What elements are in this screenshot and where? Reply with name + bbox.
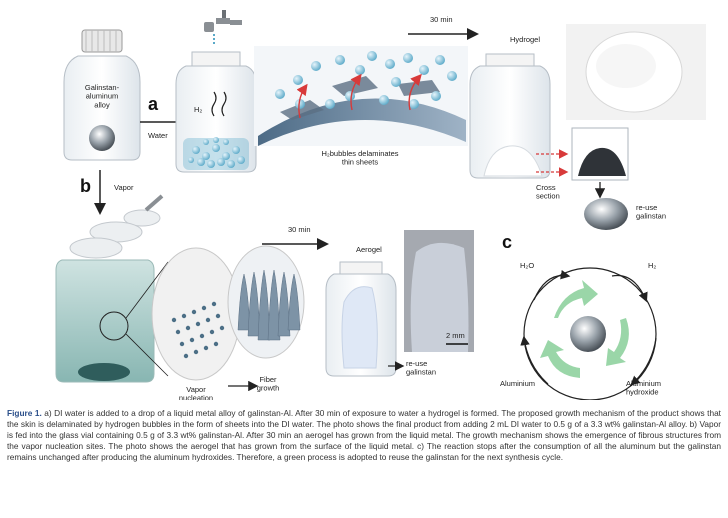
caption-text: a) DI water is added to a drop of a liqu… bbox=[7, 408, 721, 462]
label-line-line: nucleation bbox=[179, 394, 213, 400]
label-line-line: hydroxide bbox=[626, 388, 659, 397]
water-arrow-label: Water bbox=[148, 131, 168, 140]
figure-caption: Figure 1. a) DI water is added to a drop… bbox=[7, 408, 721, 463]
label-line-line: growth bbox=[257, 384, 280, 393]
delamination-schematic bbox=[254, 46, 468, 146]
label-line-line: thin sheets bbox=[342, 158, 379, 167]
h2-label: H₂ bbox=[194, 105, 202, 114]
faucet-icon bbox=[204, 10, 242, 46]
aerogel-vial bbox=[325, 261, 397, 377]
alloy-vial bbox=[63, 29, 141, 161]
hydrogel-label: Hydrogel bbox=[510, 35, 540, 44]
vapor-arrow-label: Vapor bbox=[114, 183, 134, 192]
reuse-cycle bbox=[520, 267, 657, 401]
nucleation-view bbox=[151, 247, 241, 381]
aluminium-label: Aluminium bbox=[500, 379, 535, 388]
label-line-line: alloy bbox=[94, 100, 110, 109]
label-line-line: section bbox=[536, 192, 560, 201]
label-line-line: galinstan bbox=[636, 212, 666, 221]
panel-a-time-label: 30 min bbox=[430, 15, 453, 24]
scale-bar-label: 2 mm bbox=[446, 331, 465, 340]
galinstan-drop-c bbox=[570, 316, 606, 352]
panel-b-time-label: 30 min bbox=[288, 225, 311, 234]
water-input-label: H₂O bbox=[520, 261, 534, 270]
galinstan-drop-a bbox=[584, 198, 628, 230]
galinstan-droplet bbox=[89, 125, 115, 151]
caption-label: Figure 1. bbox=[7, 408, 42, 418]
panel-b-label: b bbox=[80, 176, 91, 196]
label-line-line: aluminum bbox=[86, 92, 119, 101]
cross-section-view bbox=[571, 127, 629, 181]
hydrogen-output-label: H₂ bbox=[648, 261, 656, 270]
liquid-metal-pool bbox=[78, 363, 130, 381]
water-vial bbox=[175, 51, 257, 173]
hydrogel-photo bbox=[566, 24, 706, 120]
label-line-line: galinstan bbox=[406, 368, 436, 377]
vapor-vial bbox=[55, 194, 169, 383]
panel-a-label: a bbox=[148, 94, 159, 114]
aerogel-label: Aerogel bbox=[356, 245, 382, 254]
aerogel-photo bbox=[404, 230, 474, 352]
panel-c-label: c bbox=[502, 232, 512, 252]
fiber-growth-view bbox=[227, 245, 305, 359]
hydrogel-vial bbox=[469, 53, 551, 179]
